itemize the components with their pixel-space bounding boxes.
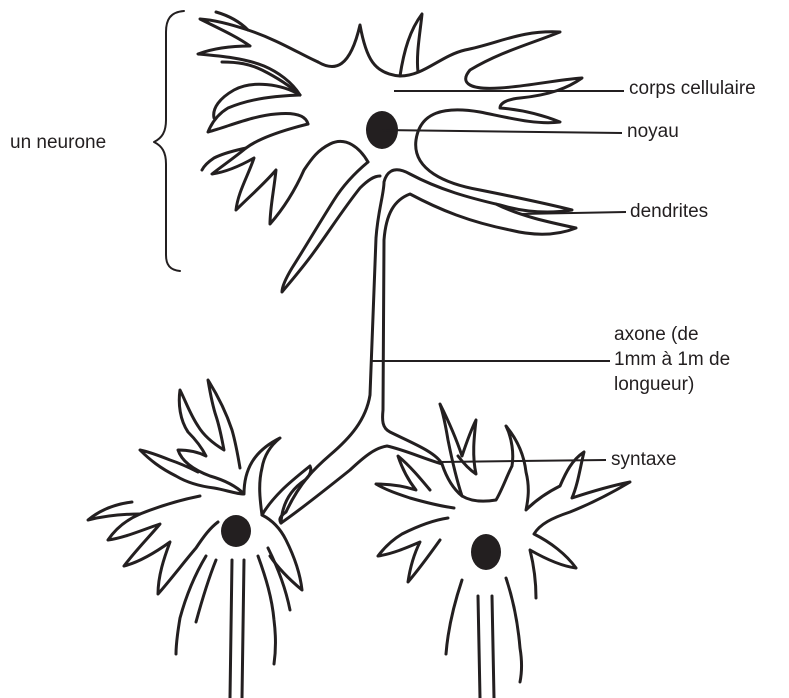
label-un-neurone: un neurone [10, 130, 106, 155]
label-dendrites: dendrites [630, 199, 708, 224]
bottom-right-neuron [376, 404, 630, 698]
top-neuron-left-upper-dendrite [198, 19, 318, 132]
label-syntaxe: syntaxe [611, 447, 676, 472]
bottom-right-neuron-upper-dendrites [440, 404, 476, 496]
label-axone-line-2: 1mm à 1m de [614, 347, 784, 372]
bottom-right-neuron-axon [478, 596, 494, 698]
bottom-left-neuron-axon [230, 560, 244, 698]
bottom-right-neuron-left-dendrites [376, 456, 454, 582]
bottom-left-neuron-outline [140, 380, 311, 523]
top-neuron-upper-right-dendrite [400, 14, 422, 76]
label-noyau: noyau [627, 119, 679, 144]
top-neuron-lower-left-process [282, 162, 380, 292]
brace-un-neurone [154, 11, 184, 271]
top-neuron-body-outline [280, 25, 582, 523]
bottom-right-neuron-outline [442, 426, 630, 598]
label-corps-cellulaire: corps cellulaire [629, 76, 756, 101]
bottom-left-neuron [88, 380, 311, 698]
label-axone-line-3: longueur) [614, 372, 784, 397]
top-neuron [198, 12, 582, 523]
bottom-left-neuron-lower-left-dendrites [176, 556, 216, 654]
label-leader-lines [370, 91, 626, 462]
bottom-left-neuron-lower-right-dendrites [258, 548, 290, 664]
bottom-right-neuron-lower-dendrites [446, 578, 522, 682]
bottom-left-neuron-nucleus [221, 515, 251, 547]
bottom-right-neuron-nucleus [471, 534, 501, 570]
label-axone: axone (de 1mm à 1m de longueur) [614, 322, 784, 397]
label-axone-line-1: axone (de [614, 322, 784, 347]
bottom-left-neuron-left-dendrite [108, 496, 218, 594]
